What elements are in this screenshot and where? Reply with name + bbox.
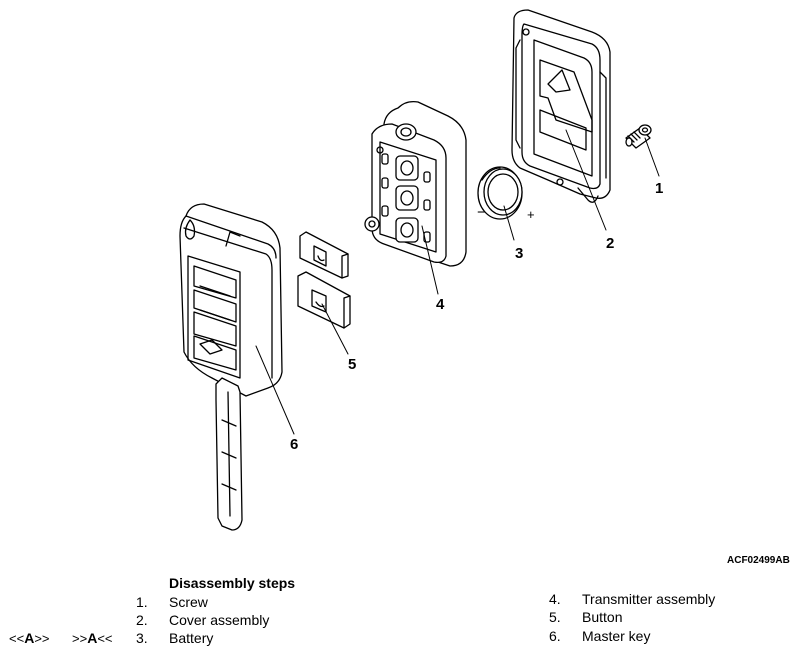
- step-row: 2. Cover assembly: [136, 612, 269, 628]
- callout-6: 6: [290, 436, 299, 453]
- step-number: 6.: [549, 628, 561, 644]
- step-label: Button: [582, 609, 623, 625]
- step-label: Cover assembly: [169, 612, 270, 628]
- step-row: 3. Battery: [136, 630, 213, 646]
- button-part: [297, 231, 351, 329]
- step-number: 1.: [136, 594, 148, 610]
- battery-part: [477, 166, 523, 220]
- step-row: 5. Button: [549, 609, 622, 625]
- battery-plus-label: +: [527, 207, 535, 222]
- exploded-view-diagram: [179, 9, 660, 531]
- procedure-mark-a-removal: <<A>>: [9, 630, 50, 646]
- screw-part: [625, 124, 652, 149]
- figure-reference: ACF02499AB: [727, 555, 790, 566]
- cover-assembly-part: [511, 9, 611, 203]
- step-row: 6. Master key: [549, 628, 650, 644]
- step-number: 5.: [549, 609, 561, 625]
- steps-title: Disassembly steps: [169, 575, 296, 591]
- callout-1: 1: [655, 180, 664, 197]
- step-label: Transmitter assembly: [582, 591, 716, 607]
- step-number: 2.: [136, 612, 148, 628]
- callout-5: 5: [348, 356, 357, 373]
- master-key-part: [179, 203, 283, 531]
- transmitter-assembly-part: [364, 100, 467, 267]
- step-label: Master key: [582, 628, 651, 644]
- step-row: 1. Screw: [136, 594, 208, 610]
- step-label: Screw: [169, 594, 208, 610]
- battery-minus-label: −: [477, 204, 486, 221]
- procedure-mark-a-installation: >>A<<: [72, 630, 113, 646]
- callout-4: 4: [436, 296, 445, 313]
- step-row: 4. Transmitter assembly: [549, 591, 715, 607]
- step-number: 3.: [136, 630, 148, 646]
- callout-2: 2: [606, 235, 615, 252]
- callout-3: 3: [515, 245, 524, 262]
- step-number: 4.: [549, 591, 561, 607]
- step-label: Battery: [169, 630, 214, 646]
